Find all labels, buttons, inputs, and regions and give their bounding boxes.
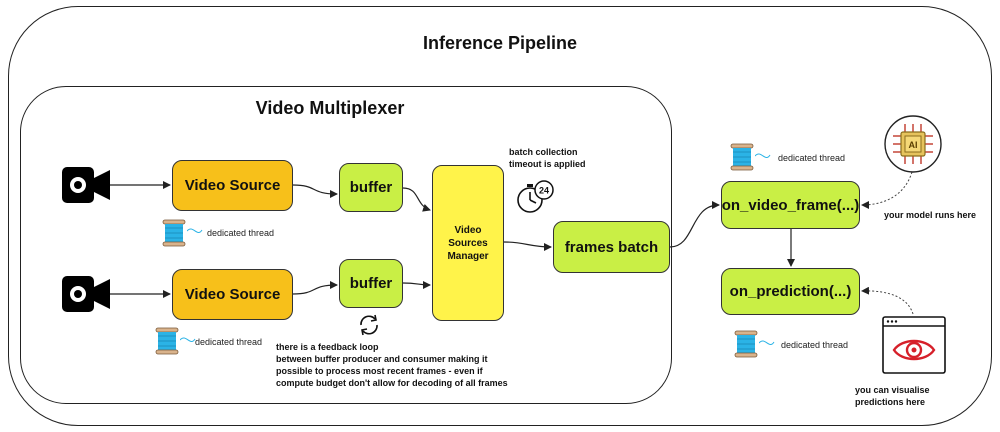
dedicated-thread-label: dedicated thread: [195, 337, 263, 347]
on-video-frame: on_video_frame(...): [721, 181, 860, 229]
buffer-1: buffer: [339, 163, 403, 212]
dedicated-thread-label: dedicated thread: [778, 153, 846, 163]
video-sources-manager: Video Sources Manager: [432, 165, 504, 321]
on-prediction: on_prediction(...): [721, 268, 860, 315]
edge-buffer2-manager: [402, 280, 431, 289]
edge-visualise-prediction: [861, 286, 914, 315]
ai-chip-icon: AI: [884, 115, 942, 173]
edge-buffer1-manager: [402, 187, 431, 212]
thread-tail-icon: [759, 340, 775, 346]
inference-pipeline-frame: [8, 6, 992, 426]
video-source-1: Video Source: [172, 160, 293, 211]
thread-tail-icon: [187, 228, 203, 234]
edge-source2-buffer2: [292, 281, 338, 295]
thread-spool-icon: [734, 330, 758, 358]
frames-batch: frames batch: [553, 221, 670, 273]
inference-pipeline-title: Inference Pipeline: [422, 33, 578, 53]
camera-icon: [62, 276, 110, 312]
dedicated-thread-label: dedicated thread: [207, 228, 275, 238]
thread-spool-icon: [162, 219, 186, 247]
video-multiplexer-frame: [20, 86, 672, 404]
thread-spool-icon: [155, 327, 179, 355]
refresh-icon: [360, 314, 378, 336]
edge-manager-batch: [503, 241, 552, 251]
edge-batch-videoframe: [669, 201, 720, 248]
camera-icon: [62, 167, 110, 203]
video-source-2: Video Source: [172, 269, 293, 320]
buffer-2: buffer: [339, 259, 403, 308]
visualise-note: you can visualise predictions here: [855, 385, 930, 407]
edge-source1-buffer1: [292, 184, 338, 198]
model-note: your model runs here: [884, 210, 977, 220]
timer-icon: 24: [517, 180, 554, 213]
timer-value: 24: [539, 186, 549, 196]
ai-chip-label: AI: [909, 140, 918, 150]
feedback-loop-note: there is a feedback loop between buffer …: [276, 342, 508, 388]
video-multiplexer-title: Video Multiplexer: [255, 98, 405, 118]
dedicated-thread-label: dedicated thread: [781, 340, 849, 350]
batch-timeout-note: batch collection timeout is applied: [509, 147, 586, 169]
thread-spool-icon: [730, 143, 754, 171]
thread-tail-icon: [755, 153, 771, 159]
edge-model-videoframe: [861, 171, 913, 209]
eye-window-icon: [882, 316, 946, 374]
thread-tail-icon: [180, 337, 196, 343]
